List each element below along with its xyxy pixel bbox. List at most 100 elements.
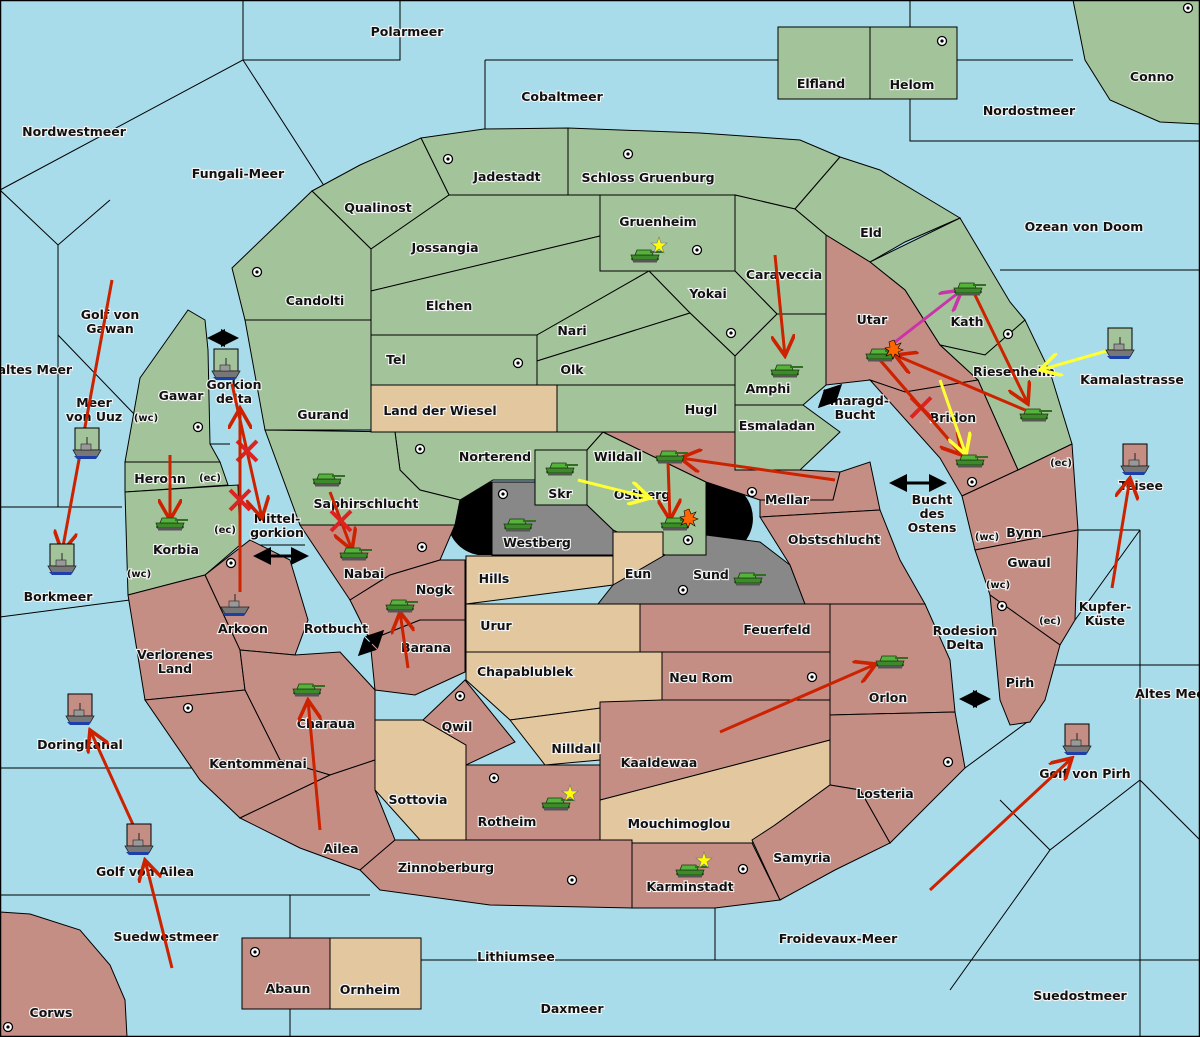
- fleet-unit-golf-von-ailea[interactable]: [124, 823, 154, 856]
- territory-helom[interactable]: [869, 26, 958, 100]
- label-heronn: Heronn: [134, 471, 186, 486]
- label-bynn: Bynn: [1006, 525, 1041, 540]
- territory-candolti[interactable]: [231, 190, 372, 321]
- territory-korbia[interactable]: [124, 484, 241, 596]
- territory-pirh[interactable]: [989, 593, 1061, 726]
- label-kamalastrasse: Kamalastrasse: [1080, 372, 1184, 387]
- fleet-unit-teisee[interactable]: [1120, 443, 1150, 476]
- label-korbia: Korbia: [153, 542, 199, 557]
- label-esmaladan: Esmaladan: [739, 418, 815, 433]
- label-froidevaux-meer: Froidevaux-Meer: [779, 931, 898, 946]
- label-hills: Hills: [479, 571, 510, 586]
- territory-abaun[interactable]: [241, 937, 331, 1010]
- label-wildall: Wildall: [594, 449, 642, 464]
- label-gorkion-delta: Gorkiondelta: [206, 377, 261, 406]
- order-move-wildall-to-ostberg: [668, 461, 670, 520]
- army-unit-utar[interactable]: [865, 339, 904, 362]
- coast-label: (wc): [975, 532, 999, 543]
- order-move-barana-to-nogk: [400, 612, 408, 669]
- supply-center-icon: [225, 557, 237, 569]
- army-unit-rotheim[interactable]: [541, 784, 579, 811]
- army-unit-karminstadt[interactable]: [675, 851, 713, 878]
- territory-samyria[interactable]: [751, 784, 891, 901]
- order-move-kupfer-kueste-to-teisee: [1110, 478, 1130, 589]
- label-mellar: Mellar: [765, 492, 810, 507]
- order-move-golf-von-ailea-to-doringkanal: [90, 730, 142, 841]
- territory-westberg[interactable]: [491, 481, 614, 556]
- label-gruenheim: Gruenheim: [619, 214, 696, 229]
- coast-label: (ec): [1050, 458, 1072, 469]
- sea-border: [57, 334, 136, 416]
- coast-labels-layer: (wc)(ec)(ec)(wc)(ec)(wc)(wc)(ec): [126, 412, 1073, 628]
- order-arrow: [308, 700, 320, 831]
- order-move-riesenheim-to-utar: [895, 355, 1026, 412]
- star-icon: [650, 236, 668, 254]
- label-altes-meer: Altes Meer: [1135, 686, 1200, 701]
- order-support-skr-to-ostberg: [577, 478, 650, 498]
- fleet-unit-kamalastrasse[interactable]: [1105, 327, 1135, 360]
- sea-border: [0, 599, 131, 618]
- supply-center-icon: [1182, 2, 1194, 14]
- territory-bynn[interactable]: [961, 443, 1079, 551]
- label-golf-von-ailea: Golf von Ailea: [96, 864, 194, 879]
- supply-center-icon: [936, 35, 948, 47]
- label-urur: Urur: [480, 618, 512, 633]
- territory-conno[interactable]: [1072, 0, 1200, 125]
- supply-center-icon: [497, 488, 509, 500]
- supply-center-icon: [677, 584, 689, 596]
- supply-center-icon: [512, 357, 524, 369]
- label-corws: Corws: [30, 1005, 73, 1020]
- order-move-suedwestmeer-to-golf-von-ailea: [145, 860, 174, 969]
- territory-karminstadt[interactable]: [631, 842, 781, 909]
- fleet-unit-golf-von-pirh[interactable]: [1062, 723, 1092, 756]
- label-orlon: Orlon: [869, 690, 908, 705]
- order-arrow: [1110, 478, 1130, 589]
- coast-label: (wc): [134, 413, 158, 424]
- label-gwaul: Gwaul: [1007, 555, 1050, 570]
- supply-center-icon: [249, 946, 261, 958]
- fleet-unit-doringkanal[interactable]: [65, 693, 95, 726]
- label-neu-rom: Neu Rom: [669, 670, 732, 685]
- order-arrow: [577, 478, 650, 498]
- label-ailea: Ailea: [323, 841, 358, 856]
- label-riesenheim: Riesenheim: [973, 364, 1055, 379]
- label-barana: Barana: [401, 640, 451, 655]
- territory-sund[interactable]: [596, 534, 806, 605]
- fleet-unit-borkmeer[interactable]: [47, 543, 77, 576]
- label-westberg: Westberg: [503, 535, 571, 550]
- territory-ornheim[interactable]: [329, 937, 422, 1010]
- coast-label: (ec): [1039, 616, 1061, 627]
- label-losteria: Losteria: [856, 786, 913, 801]
- territory-corws[interactable]: [0, 911, 128, 1037]
- label-elchen: Elchen: [426, 298, 473, 313]
- strait-arrow-icon: [817, 383, 843, 409]
- label-tel: Tel: [386, 352, 406, 367]
- territory-qwil[interactable]: [422, 679, 516, 766]
- coast-label: (ec): [199, 473, 221, 484]
- order-arrow: [668, 461, 670, 520]
- territory-gruenheim[interactable]: [599, 194, 736, 272]
- label-hugl: Hugl: [685, 402, 718, 417]
- army-unit-ostberg[interactable]: [660, 508, 699, 531]
- order-arrow: [895, 355, 1026, 412]
- supply-center-icon: [966, 476, 978, 488]
- territory-heronn[interactable]: [124, 461, 229, 493]
- order-move-kath-to-riesenheim: [973, 294, 1028, 404]
- supply-center-icon: [1002, 328, 1014, 340]
- label-golf-von-pirh: Golf von Pirh: [1039, 766, 1130, 781]
- army-unit-gruenheim[interactable]: [630, 236, 668, 263]
- territory-land-der-wiesel[interactable]: [370, 384, 558, 433]
- sea-border: [1074, 529, 1141, 621]
- supply-center-icon: [691, 244, 703, 256]
- label-kupfer-kueste: Kupfer-Küste: [1079, 599, 1132, 628]
- territory-gwaul[interactable]: [974, 529, 1079, 646]
- label-obstschlucht: Obstschlucht: [788, 532, 880, 547]
- label-jossangia: Jossangia: [410, 240, 478, 255]
- fleet-unit-meer-von-uuz[interactable]: [72, 427, 102, 460]
- label-qwil: Qwil: [442, 719, 473, 734]
- fleet-unit-gorkion-delta[interactable]: [211, 348, 241, 381]
- order-arrow: [62, 279, 114, 552]
